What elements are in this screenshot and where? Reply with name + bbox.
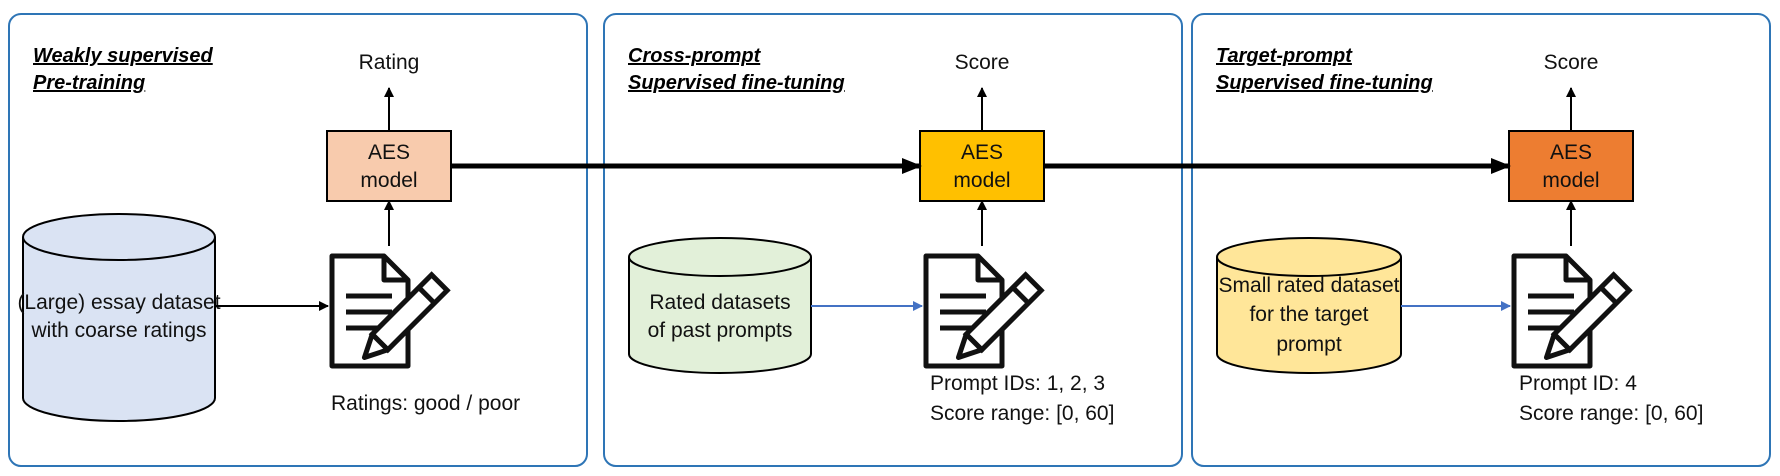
dataset-cylinder-past-prompts xyxy=(628,237,812,374)
dataset-cylinder-large xyxy=(22,213,216,422)
panel-2-caption-line-2: Score range: [0, 60] xyxy=(930,402,1114,425)
panel-3-title-line-1: Target-prompt xyxy=(1216,45,1353,67)
panel-pretraining xyxy=(8,13,588,467)
panel-2-title-line-2: Supervised fine-tuning xyxy=(628,72,845,94)
panel-3-title-line-2: Supervised fine-tuning xyxy=(1216,72,1433,94)
essay-document-icon xyxy=(332,256,447,366)
model-3-label-line-2: model xyxy=(1542,169,1599,192)
essay-document-icon xyxy=(926,256,1041,366)
panel-border xyxy=(603,13,1183,467)
panel-1-title-line-1: Weakly supervised xyxy=(33,45,214,67)
essay-document-icon xyxy=(1514,256,1629,366)
model-1-label-line-1: AES xyxy=(368,141,410,164)
dataset-2-label-line-1: Rated datasets xyxy=(649,291,790,314)
dataset-cylinder-target xyxy=(1216,237,1402,374)
panel-3-output-label: Score xyxy=(1544,51,1599,74)
model-1-label-line-2: model xyxy=(360,169,417,192)
dataset-1-label-line-2: with coarse ratings xyxy=(30,319,206,342)
dataset-3-label-line-2: for the target xyxy=(1249,303,1368,326)
dataset-2-label-line-2: of past prompts xyxy=(648,319,793,342)
panel-1-title-line-2: Pre-training xyxy=(33,72,145,94)
panel-3-caption-line-2: Score range: [0, 60] xyxy=(1519,402,1703,425)
panel-1-caption-line-1: Ratings: good / poor xyxy=(331,392,520,415)
dataset-3-label-line-3: prompt xyxy=(1276,333,1342,356)
panel-2-output-label: Score xyxy=(955,51,1010,74)
panel-target-prompt xyxy=(1191,13,1771,467)
model-2-label-line-1: AES xyxy=(961,141,1003,164)
panel-2-caption-line-1: Prompt IDs: 1, 2, 3 xyxy=(930,372,1105,395)
panel-cross-prompt xyxy=(603,13,1183,467)
panel-border xyxy=(1191,13,1771,467)
model-2-label-line-2: model xyxy=(953,169,1010,192)
panel-1-output-label: Rating xyxy=(359,51,420,74)
aes-model-box-cross-prompt xyxy=(919,130,1045,202)
aes-model-box-target-prompt xyxy=(1508,130,1634,202)
panel-border xyxy=(8,13,588,467)
dataset-1-label-line-1: (Large) essay dataset xyxy=(17,291,220,314)
panel-2-title-line-1: Cross-prompt xyxy=(628,45,762,67)
dataset-3-label-line-1: Small rated dataset xyxy=(1219,274,1400,297)
model-3-label-line-1: AES xyxy=(1550,141,1592,164)
panel-3-caption-line-1: Prompt ID: 4 xyxy=(1519,372,1637,395)
